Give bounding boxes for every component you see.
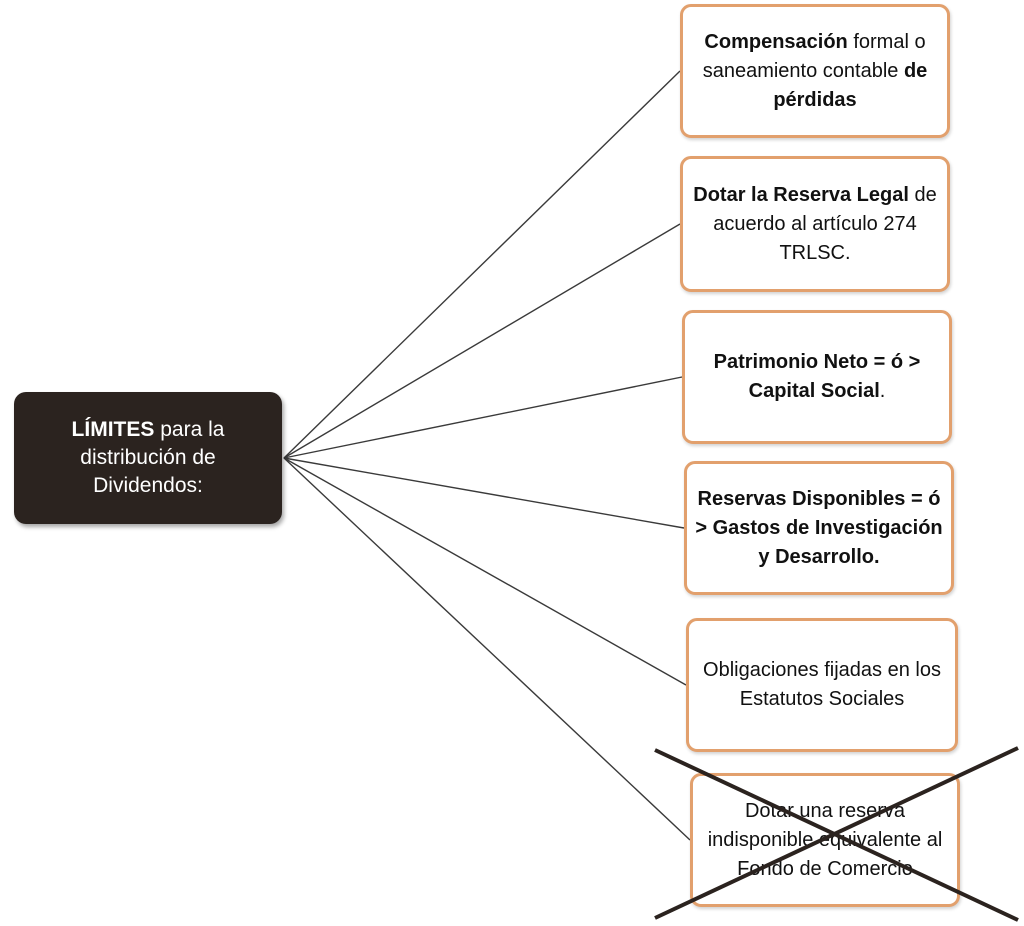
root-node-bold: LÍMITES [71,418,155,441]
limit-node-text: Dotar la Reserva Legal de acuerdo al art… [691,181,939,268]
limit-node-bold: Dotar la Reserva Legal [693,183,909,206]
connector-line-1 [283,70,681,459]
limit-node-normal: formal o saneamiento contable [702,30,926,82]
limit-node-obligaciones-estatutos: Obligaciones fijadas en los Estatutos So… [686,618,958,752]
limit-node-bold: Reservas Disponibles = ó > Gastos de Inv… [695,487,943,568]
root-node-limites: LÍMITES para la distribución de Dividend… [14,392,282,524]
limit-node-text: Compensación formal o saneamiento contab… [691,28,939,115]
connector-line-5 [283,457,687,686]
limit-node-text: Patrimonio Neto = ó > Capital Social. [693,348,941,406]
limit-node-normal: . [879,380,886,402]
limit-node-compensacion: Compensación formal o saneamiento contab… [680,4,950,138]
connector-line-3 [283,376,683,459]
limit-node-normal: Dotar una reserva indisponible equivalen… [707,799,943,880]
limit-node-normal: Obligaciones fijadas en los Estatutos So… [703,659,941,710]
limit-node-bold-end: de pérdidas [773,59,928,111]
root-node-text: LÍMITES para la distribución de Dividend… [64,416,232,500]
limit-node-text: Obligaciones fijadas en los Estatutos So… [697,656,947,714]
limit-node-text: Dotar una reserva indisponible equivalen… [701,797,949,884]
root-node-rest: para la distribución de Dividendos: [80,418,225,497]
limit-node-patrimonio-neto: Patrimonio Neto = ó > Capital Social. [682,310,952,444]
connector-line-6 [283,457,691,841]
limit-node-reserva-legal: Dotar la Reserva Legal de acuerdo al art… [680,156,950,292]
limit-node-text: Reservas Disponibles = ó > Gastos de Inv… [695,485,943,572]
limit-node-bold: Compensación [704,30,848,53]
connector-line-4 [283,457,685,529]
limit-node-reserva-fondo-comercio: Dotar una reserva indisponible equivalen… [690,773,960,907]
limit-node-reservas-disponibles: Reservas Disponibles = ó > Gastos de Inv… [684,461,954,595]
connector-line-2 [283,223,681,459]
limit-node-normal: de acuerdo al artículo 274 TRLSC. [713,183,937,264]
limit-node-bold: Patrimonio Neto = ó > Capital Social [713,351,921,402]
